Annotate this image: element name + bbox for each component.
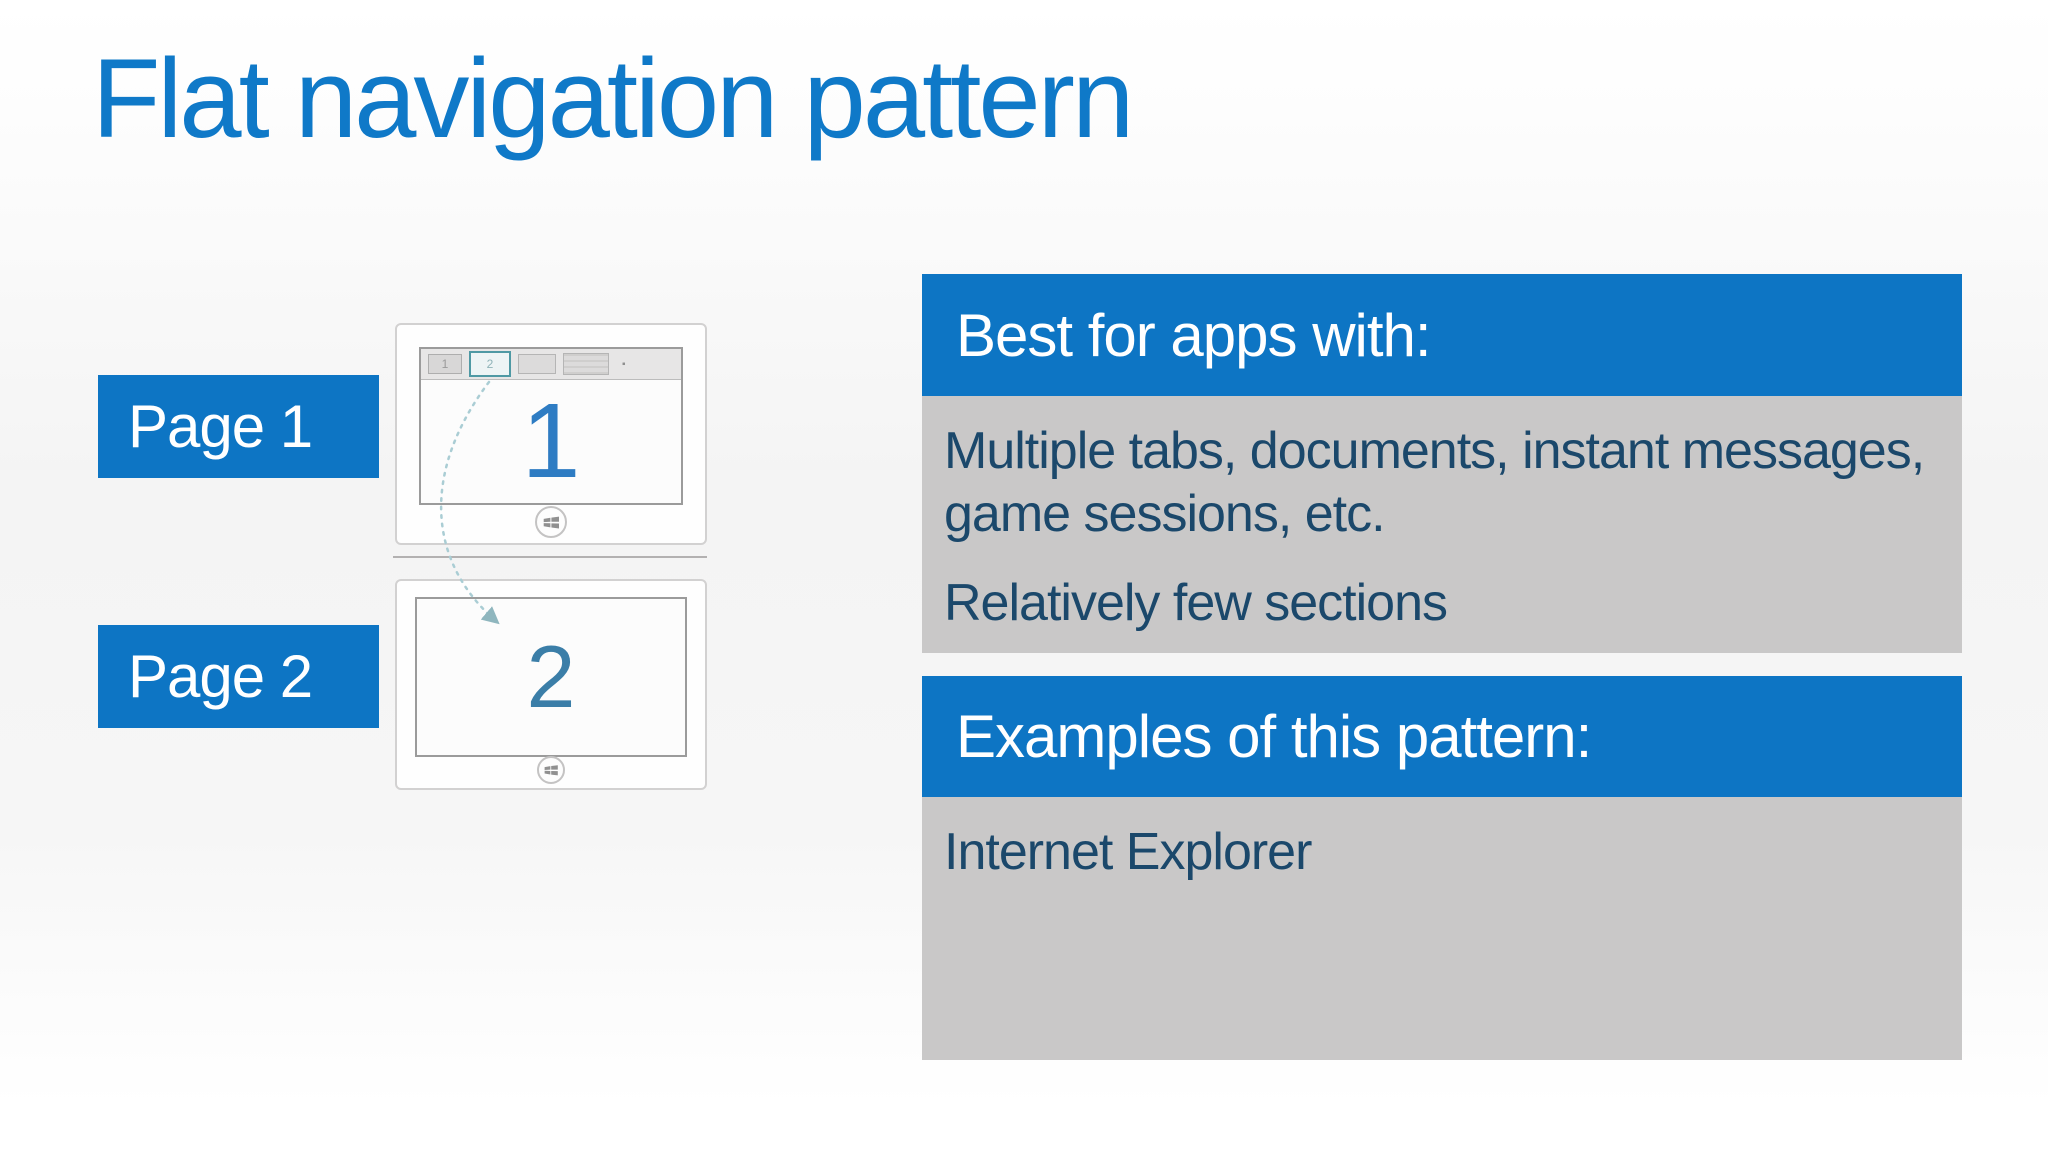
browser-tab-1-label: 1 [441,357,449,371]
examples-header-text: Examples of this pattern: [956,703,1592,770]
best-for-panel-header: Best for apps with: [922,274,1962,396]
best-for-panel-body: Multiple tabs, documents, instant messag… [922,396,1962,653]
page-2-label-text: Page 2 [128,643,313,710]
browser-tab-4 [563,353,609,375]
device-divider-line [393,556,707,558]
browser-tab-2-selected: 2 [469,351,511,377]
page-2-screen-number: 2 [526,627,576,726]
best-for-item: Relatively few sections [944,574,1448,632]
windows-logo-icon [544,765,558,776]
page-1-label: Page 1 [98,375,379,478]
best-for-item: Multiple tabs, documents, instant messag… [944,422,1925,543]
windows-home-button [537,756,565,784]
browser-tab-strip: 1 2 ▪ [421,349,681,380]
device-1-screen: 1 2 ▪ 1 [419,347,683,505]
device-2-mockup: 2 [395,579,707,790]
examples-panel-header: Examples of this pattern: [922,676,1962,797]
page-1-screen-number: 1 [521,381,581,500]
slide-title: Flat navigation pattern [92,36,1134,161]
examples-item: Internet Explorer [944,823,1312,881]
examples-panel-body: Internet Explorer [922,797,1962,1060]
device-2-screen: 2 [415,597,687,757]
tab-strip-extra-icon: ▪ [622,358,626,370]
best-for-header-text: Best for apps with: [956,301,1432,369]
windows-home-button [535,506,567,538]
browser-tab-2-label: 2 [486,357,494,371]
page-1-label-text: Page 1 [128,393,313,460]
browser-tab-3 [518,354,556,374]
browser-tab-1: 1 [428,354,462,374]
device-1-mockup: 1 2 ▪ 1 [395,323,707,545]
windows-logo-icon [543,516,559,529]
page-2-label: Page 2 [98,625,379,728]
